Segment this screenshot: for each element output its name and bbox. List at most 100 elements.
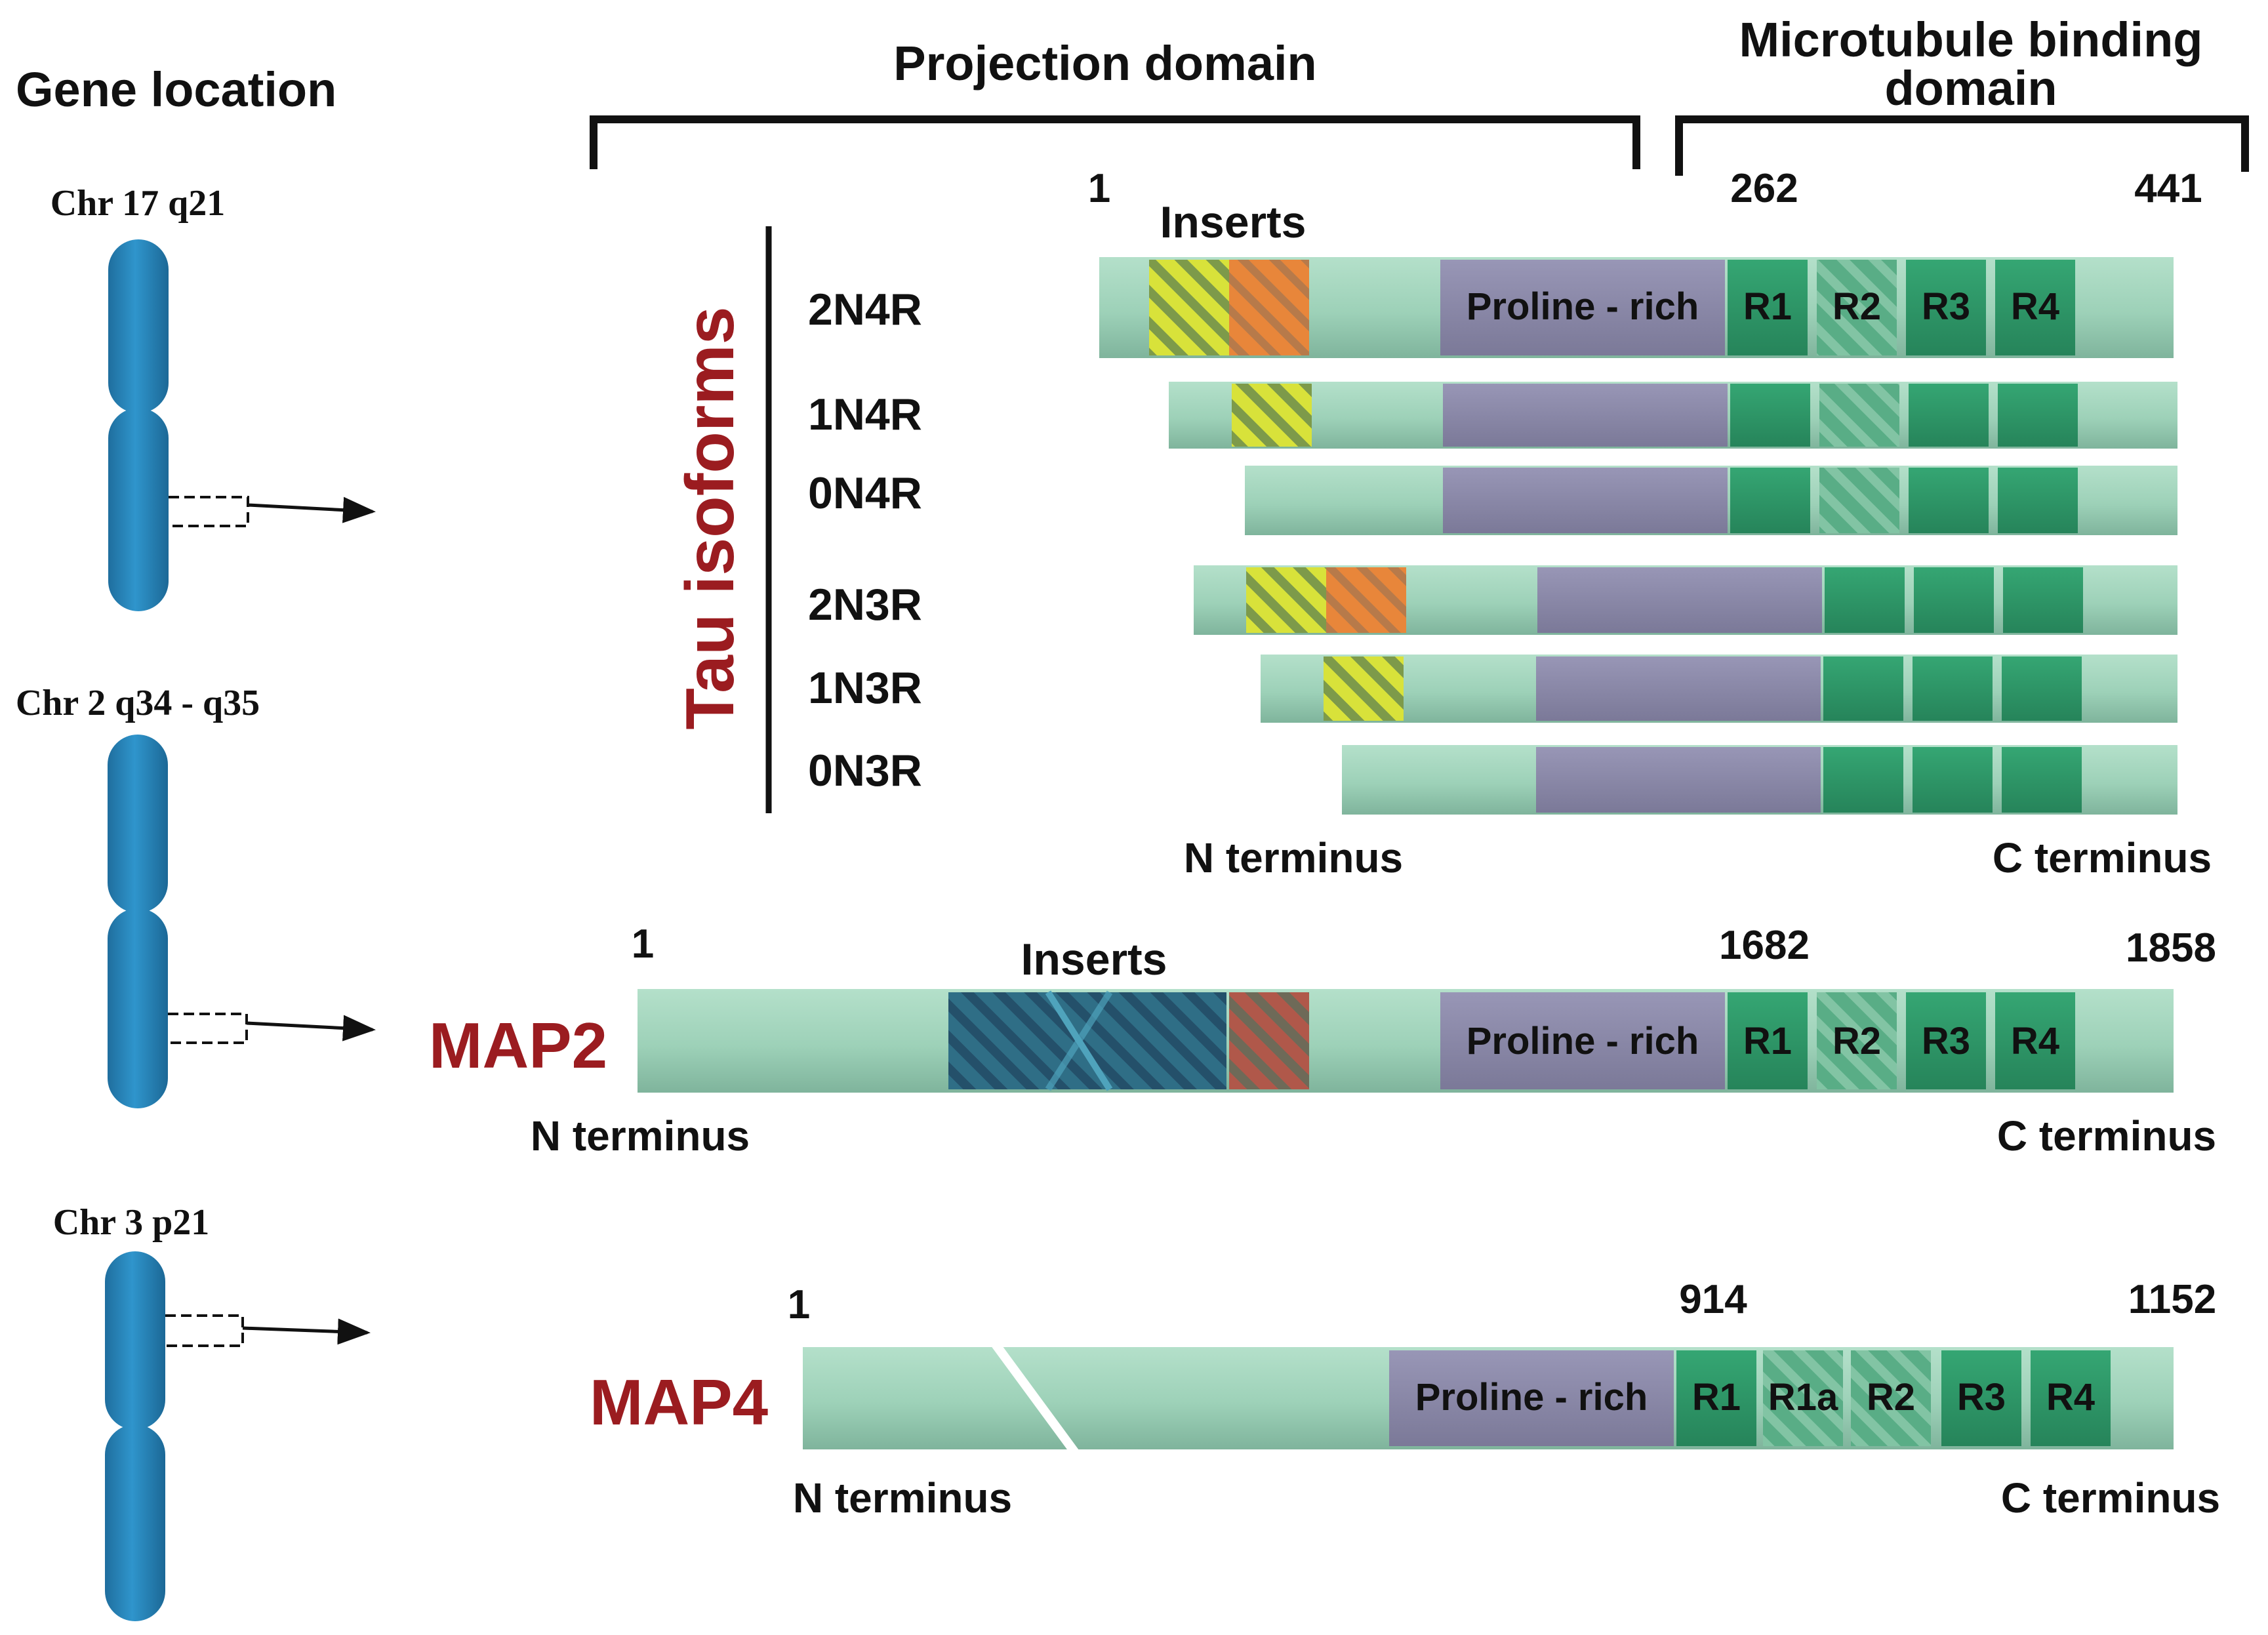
repeat-r4	[1998, 384, 2078, 447]
proline-rich-region	[1440, 260, 1725, 355]
mt-binding-domain-bracket	[1675, 115, 2249, 176]
repeat-r1-label: R1	[1743, 285, 1792, 328]
mt-binding-heading-line2: domain	[1884, 61, 2057, 115]
gene-location-heading: Gene location	[16, 62, 336, 117]
proline-rich-region	[1536, 747, 1821, 813]
repeat-r4	[1995, 992, 2075, 1089]
chromosome-label: Chr 17 q21	[51, 183, 226, 224]
repeat-r3	[1914, 567, 1994, 633]
chromosome-chr3: Chr 3 p21	[53, 1202, 371, 1621]
tau-residue-mtbd: 262	[1730, 166, 1798, 211]
tau-isoform-2n3r: 2N3R	[808, 565, 2177, 635]
repeat-r3-label: R3	[1922, 1020, 1970, 1062]
gene-locus-marker	[169, 496, 249, 527]
repeat-r3	[1913, 656, 1993, 721]
insert-n1	[1149, 260, 1229, 355]
tau-isoforms-title: Tau isoforms	[672, 306, 748, 729]
repeat-r3	[1913, 747, 1993, 813]
projection-domain-heading: Projection domain	[893, 36, 1317, 91]
proline-rich-region	[1440, 992, 1725, 1089]
chromosome-chr2: Chr 2 q34 - q35	[16, 683, 376, 1108]
map4-n-terminus-label: N terminus	[793, 1474, 1012, 1522]
insert-n1	[1324, 656, 1404, 721]
repeat-r1	[1728, 260, 1808, 355]
repeat-r3-label: R3	[1922, 285, 1970, 328]
projection-domain-bracket	[590, 115, 1640, 169]
repeat-r4	[2003, 567, 2083, 633]
chromosome-label: Chr 2 q34 - q35	[16, 683, 260, 723]
tau-isoform-1n3r: 1N3R	[808, 655, 2177, 723]
map4-title: MAP4	[590, 1366, 768, 1438]
repeat-r1	[1728, 992, 1808, 1089]
repeat-r4-label: R4	[2011, 1020, 2059, 1062]
repeat-r1	[1823, 656, 1903, 721]
map2-title: MAP2	[429, 1009, 607, 1081]
repeat-r2	[1819, 468, 1899, 533]
isoform-label: 2N3R	[808, 580, 922, 630]
tau-n-terminus-label: N terminus	[1184, 834, 1403, 881]
repeat-r4	[2002, 656, 2082, 721]
isoform-label: 0N4R	[808, 468, 922, 518]
repeat-r3	[1909, 384, 1989, 447]
proline-rich-label: Proline - rich	[1467, 1020, 1699, 1062]
repeat-r1	[1730, 384, 1810, 447]
repeat-r3-label: R3	[1957, 1376, 2006, 1419]
insert-n1	[1246, 567, 1326, 633]
chromosome-arm-upper	[105, 1251, 165, 1430]
tau-c-terminus-label: C terminus	[1993, 834, 2212, 881]
gene-pointer-arrow	[246, 1015, 376, 1041]
chromosome-chr17: Chr 17 q21	[51, 183, 376, 611]
map4-residue-start: 1	[788, 1282, 810, 1327]
tau-isoform-0n4r: 0N4R	[808, 466, 2177, 535]
tau-isoform-0n3r: 0N3R	[808, 745, 2177, 815]
map4-c-terminus-label: C terminus	[2001, 1474, 2220, 1522]
repeat-r4	[1998, 468, 2078, 533]
tau-residue-end: 441	[2134, 166, 2202, 211]
gene-pointer-arrow	[242, 1318, 371, 1345]
repeat-r4	[2002, 747, 2082, 813]
map2-residue-end: 1858	[2126, 925, 2216, 971]
repeat-r2-label: R2	[1833, 285, 1881, 328]
proline-rich-region	[1443, 384, 1728, 447]
map2-insert-blue-overlay-stripe	[1045, 990, 1113, 1091]
chromosome-label: Chr 3 p21	[53, 1202, 210, 1243]
repeat-r1	[1676, 1350, 1756, 1446]
map4-protein: MAP4 1 914 1152 Proline - rich R1 R1a R2…	[590, 1277, 2220, 1522]
chromosome-arm-lower	[105, 1424, 165, 1621]
tau-isoform-2n4r: 2N4R Proline - rich R1 R2 R3 R4	[808, 257, 2174, 358]
proline-rich-label: Proline - rich	[1467, 285, 1699, 328]
insert-n2	[1229, 260, 1309, 355]
chromosome-arm-lower	[108, 408, 169, 611]
repeat-r1	[1730, 468, 1810, 533]
repeat-r1-label: R1	[1743, 1020, 1792, 1062]
repeat-r4-label: R4	[2046, 1376, 2095, 1419]
gene-locus-marker	[165, 1314, 244, 1347]
map4-residue-mtbd: 914	[1679, 1277, 1747, 1322]
repeat-r1a-label: R1a	[1768, 1376, 1838, 1419]
tau-inserts-label: Inserts	[1160, 197, 1306, 247]
tau-residue-start: 1	[1088, 166, 1110, 211]
tau-isoform-1n4r: 1N4R	[808, 382, 2177, 449]
repeat-r1a	[1763, 1350, 1843, 1446]
repeat-r4-label: R4	[2011, 285, 2059, 328]
gene-locus-marker	[168, 1013, 248, 1044]
isoform-label: 1N4R	[808, 390, 922, 439]
map2-residue-mtbd: 1682	[1719, 923, 1810, 968]
chromosome-arm-lower	[108, 908, 168, 1108]
chromosome-arm-upper	[108, 239, 169, 413]
map2-n-terminus-label: N terminus	[531, 1112, 750, 1160]
map4-sequence-break	[992, 1341, 1080, 1457]
proline-rich-region	[1443, 468, 1728, 533]
repeat-r2-label: R2	[1867, 1376, 1915, 1419]
proline-rich-region	[1536, 656, 1821, 721]
repeat-r2	[1817, 992, 1897, 1089]
repeat-r2	[1817, 260, 1897, 355]
repeat-r3	[1906, 992, 1986, 1089]
repeat-r4	[2031, 1350, 2111, 1446]
map4-residue-end: 1152	[2128, 1277, 2217, 1322]
repeat-r3	[1906, 260, 1986, 355]
map2-residue-start: 1	[632, 921, 654, 967]
repeat-r2	[1819, 384, 1899, 447]
